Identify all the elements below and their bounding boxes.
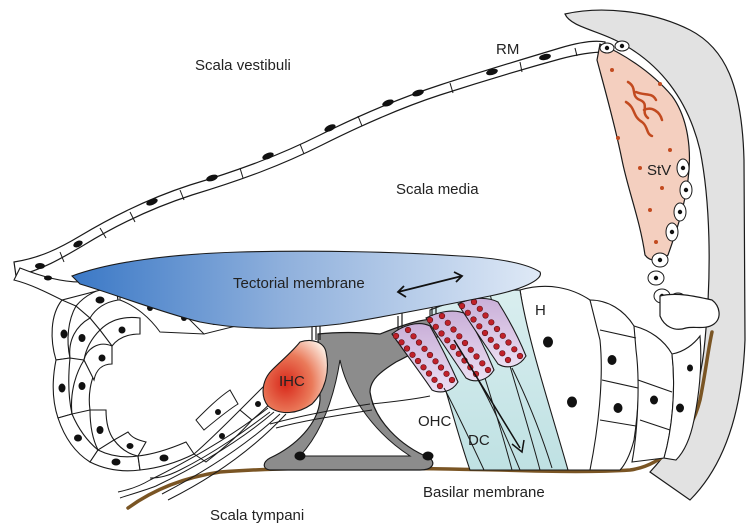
ohc-red-dot (459, 303, 465, 309)
ohc-red-dot (427, 352, 433, 358)
ohc-red-dot (422, 346, 428, 352)
reissner-membrane (14, 41, 605, 276)
label-stv: StV (647, 163, 671, 178)
ohc-red-dot (494, 326, 500, 332)
ohc-red-dot (399, 340, 405, 346)
spiral-prominence (660, 294, 719, 329)
ohc-red-dot (449, 377, 455, 383)
ohc-red-dot (457, 334, 463, 340)
ohc-red-dot (416, 340, 422, 346)
ohc-red-dot (433, 324, 439, 330)
ohc-red-dot (477, 306, 483, 312)
ohc-red-dot (433, 359, 439, 365)
ohc-red-dot (517, 353, 523, 359)
ohc-red-dot (451, 327, 457, 333)
ohc-red-dot (474, 354, 480, 360)
label-dc: DC (468, 433, 490, 448)
ohc-red-dot (477, 324, 483, 330)
ohc-red-dot (500, 333, 506, 339)
ohc-red-dot (445, 320, 451, 326)
ohc-red-dot (465, 310, 471, 316)
ohc-red-dot (489, 320, 495, 326)
ohc-red-dot (445, 338, 451, 344)
ohc-red-dot (405, 327, 411, 333)
ohc-red-dot (483, 313, 489, 319)
label-scala-tympani: Scala tympani (210, 508, 304, 523)
ohc-red-dot (411, 334, 417, 340)
ohc-red-dot (444, 371, 450, 377)
ohc-red-dot (450, 344, 456, 350)
ohc-red-dot (393, 333, 399, 339)
ohc-red-dot (512, 347, 518, 353)
label-scala-vestibuli: Scala vestibuli (195, 58, 291, 73)
label-rm: RM (496, 42, 519, 57)
ohc-red-dot (404, 346, 410, 352)
ohc-red-dot (505, 357, 511, 363)
ohc-red-dot (410, 352, 416, 358)
ohc-red-dot (427, 317, 433, 323)
label-basilar-membrane: Basilar membrane (423, 485, 545, 500)
ohc-red-dot (471, 317, 477, 323)
ohc-red-dot (462, 340, 468, 346)
ohc-red-dot (468, 347, 474, 353)
ohc-red-dot (437, 383, 443, 389)
label-h: H (535, 303, 546, 318)
ohc-red-dot (506, 340, 512, 346)
ohc-red-dot (500, 351, 506, 357)
ohc-red-dot (482, 330, 488, 336)
ohc-red-dot (494, 344, 500, 350)
ohc-red-dot (488, 337, 494, 343)
ohc-red-dot (439, 313, 445, 319)
ohc-red-dot (438, 365, 444, 371)
ohc-red-dot (426, 371, 432, 377)
ohc-red-dot (485, 367, 491, 373)
label-ohc: OHC (418, 414, 451, 429)
ohc-red-dot (439, 331, 445, 337)
ohc-red-dot (432, 377, 438, 383)
label-tectorial-membrane: Tectorial membrane (233, 276, 365, 291)
ohc-red-dot (421, 365, 427, 371)
reissner-nuclei (35, 53, 551, 269)
label-ihc: IHC (279, 374, 305, 389)
reissner-cell-borders (60, 48, 577, 262)
label-scala-media: Scala media (396, 182, 479, 197)
ohc-red-dot (415, 358, 421, 364)
ohc-red-dot (480, 361, 486, 367)
